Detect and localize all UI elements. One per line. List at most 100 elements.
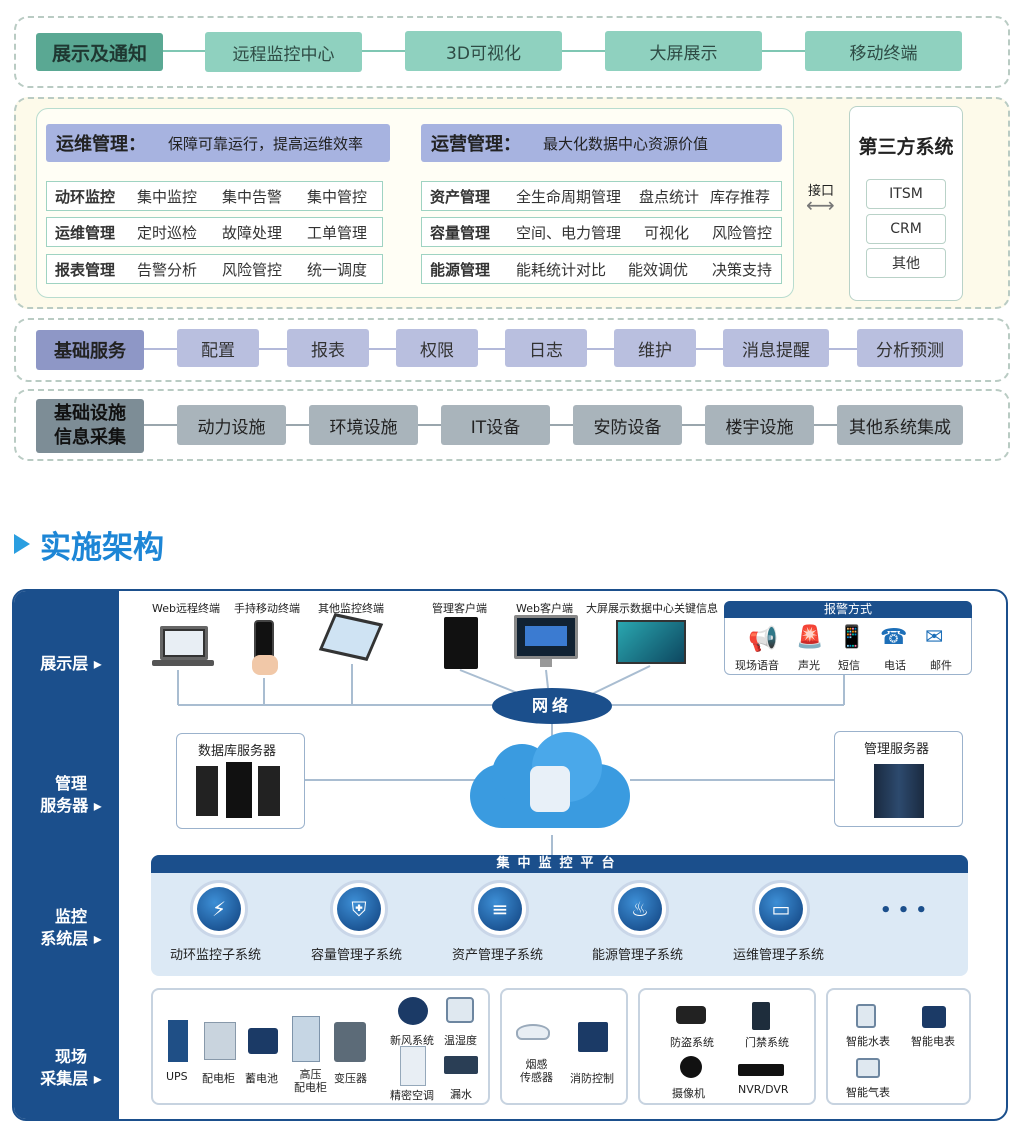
more-dots: • • • [880,900,928,921]
biz-row-item: 风险管控 [712,223,773,242]
transformer-icon [334,1022,366,1062]
ops-row-name: 报表管理 [55,260,116,279]
infra-item: 环境设施 [309,405,418,445]
ops-row-item: 风险管控 [222,260,283,279]
flame-icon: ♨ [618,887,662,931]
layer-label-field: 现场采集层 ▸ [40,1047,102,1088]
display-notify-panel [14,16,1010,88]
subsystem-icon: ⚡ [190,880,248,938]
monitor-stand [540,659,552,667]
infra-title: 基础设施信息采集 [36,399,144,453]
alarm-item: 短信 [838,659,860,672]
basic-services-title: 基础服务 [36,330,144,370]
biz-row-item: 能耗统计对比 [516,260,607,279]
ops-row-item: 集中监控 [137,187,198,206]
field-label: 温湿度 [444,1034,477,1047]
server-rack-icon [226,762,252,818]
layer-label-server: 管理服务器 ▸ [40,774,102,815]
ops-row-name: 运维管理 [55,223,116,242]
biz-title: 运营管理： [431,134,521,155]
layer-label-display: 展示层 ▸ [40,654,102,673]
row1-item: 3D可视化 [405,31,562,71]
ops-row-item: 工单管理 [307,223,368,242]
big-screen-icon [616,620,686,664]
interface-label: 接口 [808,184,835,199]
terminal-label: 其他监控终端 [318,602,384,615]
field-label: 防盗系统 [670,1036,714,1049]
ops-desc: 保障可靠运行，提高运维效率 [168,134,364,153]
monitor-icon [514,615,578,659]
biz-row: 资产管理全生命周期管理盘点统计库存推荐 [421,181,782,211]
layer-label-monitor: 监控系统层 ▸ [40,907,102,948]
electric-meter-icon [922,1006,946,1028]
mail-icon: ✉ [925,625,944,650]
laptop-base [152,660,214,666]
subsystem-icon: ≡ [471,880,529,938]
ops-row-item: 集中告警 [222,187,283,206]
field-label: 漏水 [450,1088,472,1101]
ops-row-item: 统一调度 [307,260,368,279]
field-label: 新风系统 [390,1034,434,1047]
biz-row-item: 决策支持 [712,260,773,279]
field-label: 精密空调 [390,1089,434,1102]
server-rack-icon [196,766,218,816]
field-label: 蓄电池 [245,1072,278,1085]
row1-item: 移动终端 [805,31,962,71]
subsystem-label: 容量管理子系统 [311,948,403,963]
basic-item: 分析预测 [857,329,963,367]
platform-title: 集中监控平台 [151,855,968,873]
fresh-air-icon [398,997,428,1025]
alarm-item: 邮件 [930,659,952,672]
row1-item: 远程监控中心 [205,32,362,72]
third-party-title: 第三方系统 [858,136,954,158]
biz-row-item: 盘点统计 [639,187,700,206]
terminal-label: Web客户端 [516,602,573,615]
field-label: 智能气表 [846,1086,890,1099]
display-notify-title: 展示及通知 [36,33,163,71]
ops-row: 动环监控 集中监控 集中告警 集中管控 [46,181,383,211]
biz-row-item: 空间、电力管理 [516,223,622,242]
distribution-cabinet-icon [204,1022,236,1060]
sms-phone-icon: 📱 [838,625,866,650]
biz-desc: 最大化数据中心资源价值 [543,134,709,153]
alarm-item: 现场语音 [735,659,779,672]
water-leak-icon [444,1056,478,1074]
field-group-fire [500,988,628,1105]
precision-ac-icon [400,1046,426,1086]
terminal-label: 大屏展示数据中心关键信息 [586,602,718,615]
biz-row: 容量管理空间、电力管理可视化风险管控 [421,217,782,247]
basic-item: 权限 [396,329,478,367]
subsystem-icon: ⛨ [330,880,388,938]
siren-icon: 🚨 [796,625,824,650]
subsystem-label: 资产管理子系统 [452,948,544,963]
biz-row: 能源管理能耗统计对比能效调优决策支持 [421,254,782,284]
field-label: NVR/DVR [738,1083,789,1096]
speaker-icon: 📢 [748,625,778,653]
double-arrow-icon: ⟷ [806,193,835,217]
ops-row-item: 集中管控 [307,187,368,206]
camera-icon [680,1056,702,1078]
field-label: 摄像机 [672,1087,705,1100]
basic-item: 配置 [177,329,259,367]
section-arrow-icon [14,534,30,554]
field-label: 门禁系统 [745,1036,789,1049]
terminal-label: Web远程终端 [152,602,220,615]
field-label: 消防控制 [570,1072,614,1085]
cctv-icon [676,1006,706,1024]
gas-meter-icon [856,1058,880,1078]
layer-sidebar [14,591,119,1119]
battery-icon [248,1028,278,1054]
alarm-item: 电话 [884,659,906,672]
ops-row-item: 定时巡检 [137,223,198,242]
access-control-icon [752,1002,770,1030]
biz-row-item: 可视化 [644,223,690,242]
alarm-title: 报警方式 [724,601,972,618]
infra-item: 安防设备 [573,405,682,445]
lightning-icon: ⚡ [197,887,241,931]
water-meter-icon [856,1004,876,1028]
infra-title-line: 基础设施 [54,403,126,424]
basic-item: 消息提醒 [723,329,829,367]
infra-item: 动力设施 [177,405,286,445]
ops-row-name: 动环监控 [55,187,116,206]
